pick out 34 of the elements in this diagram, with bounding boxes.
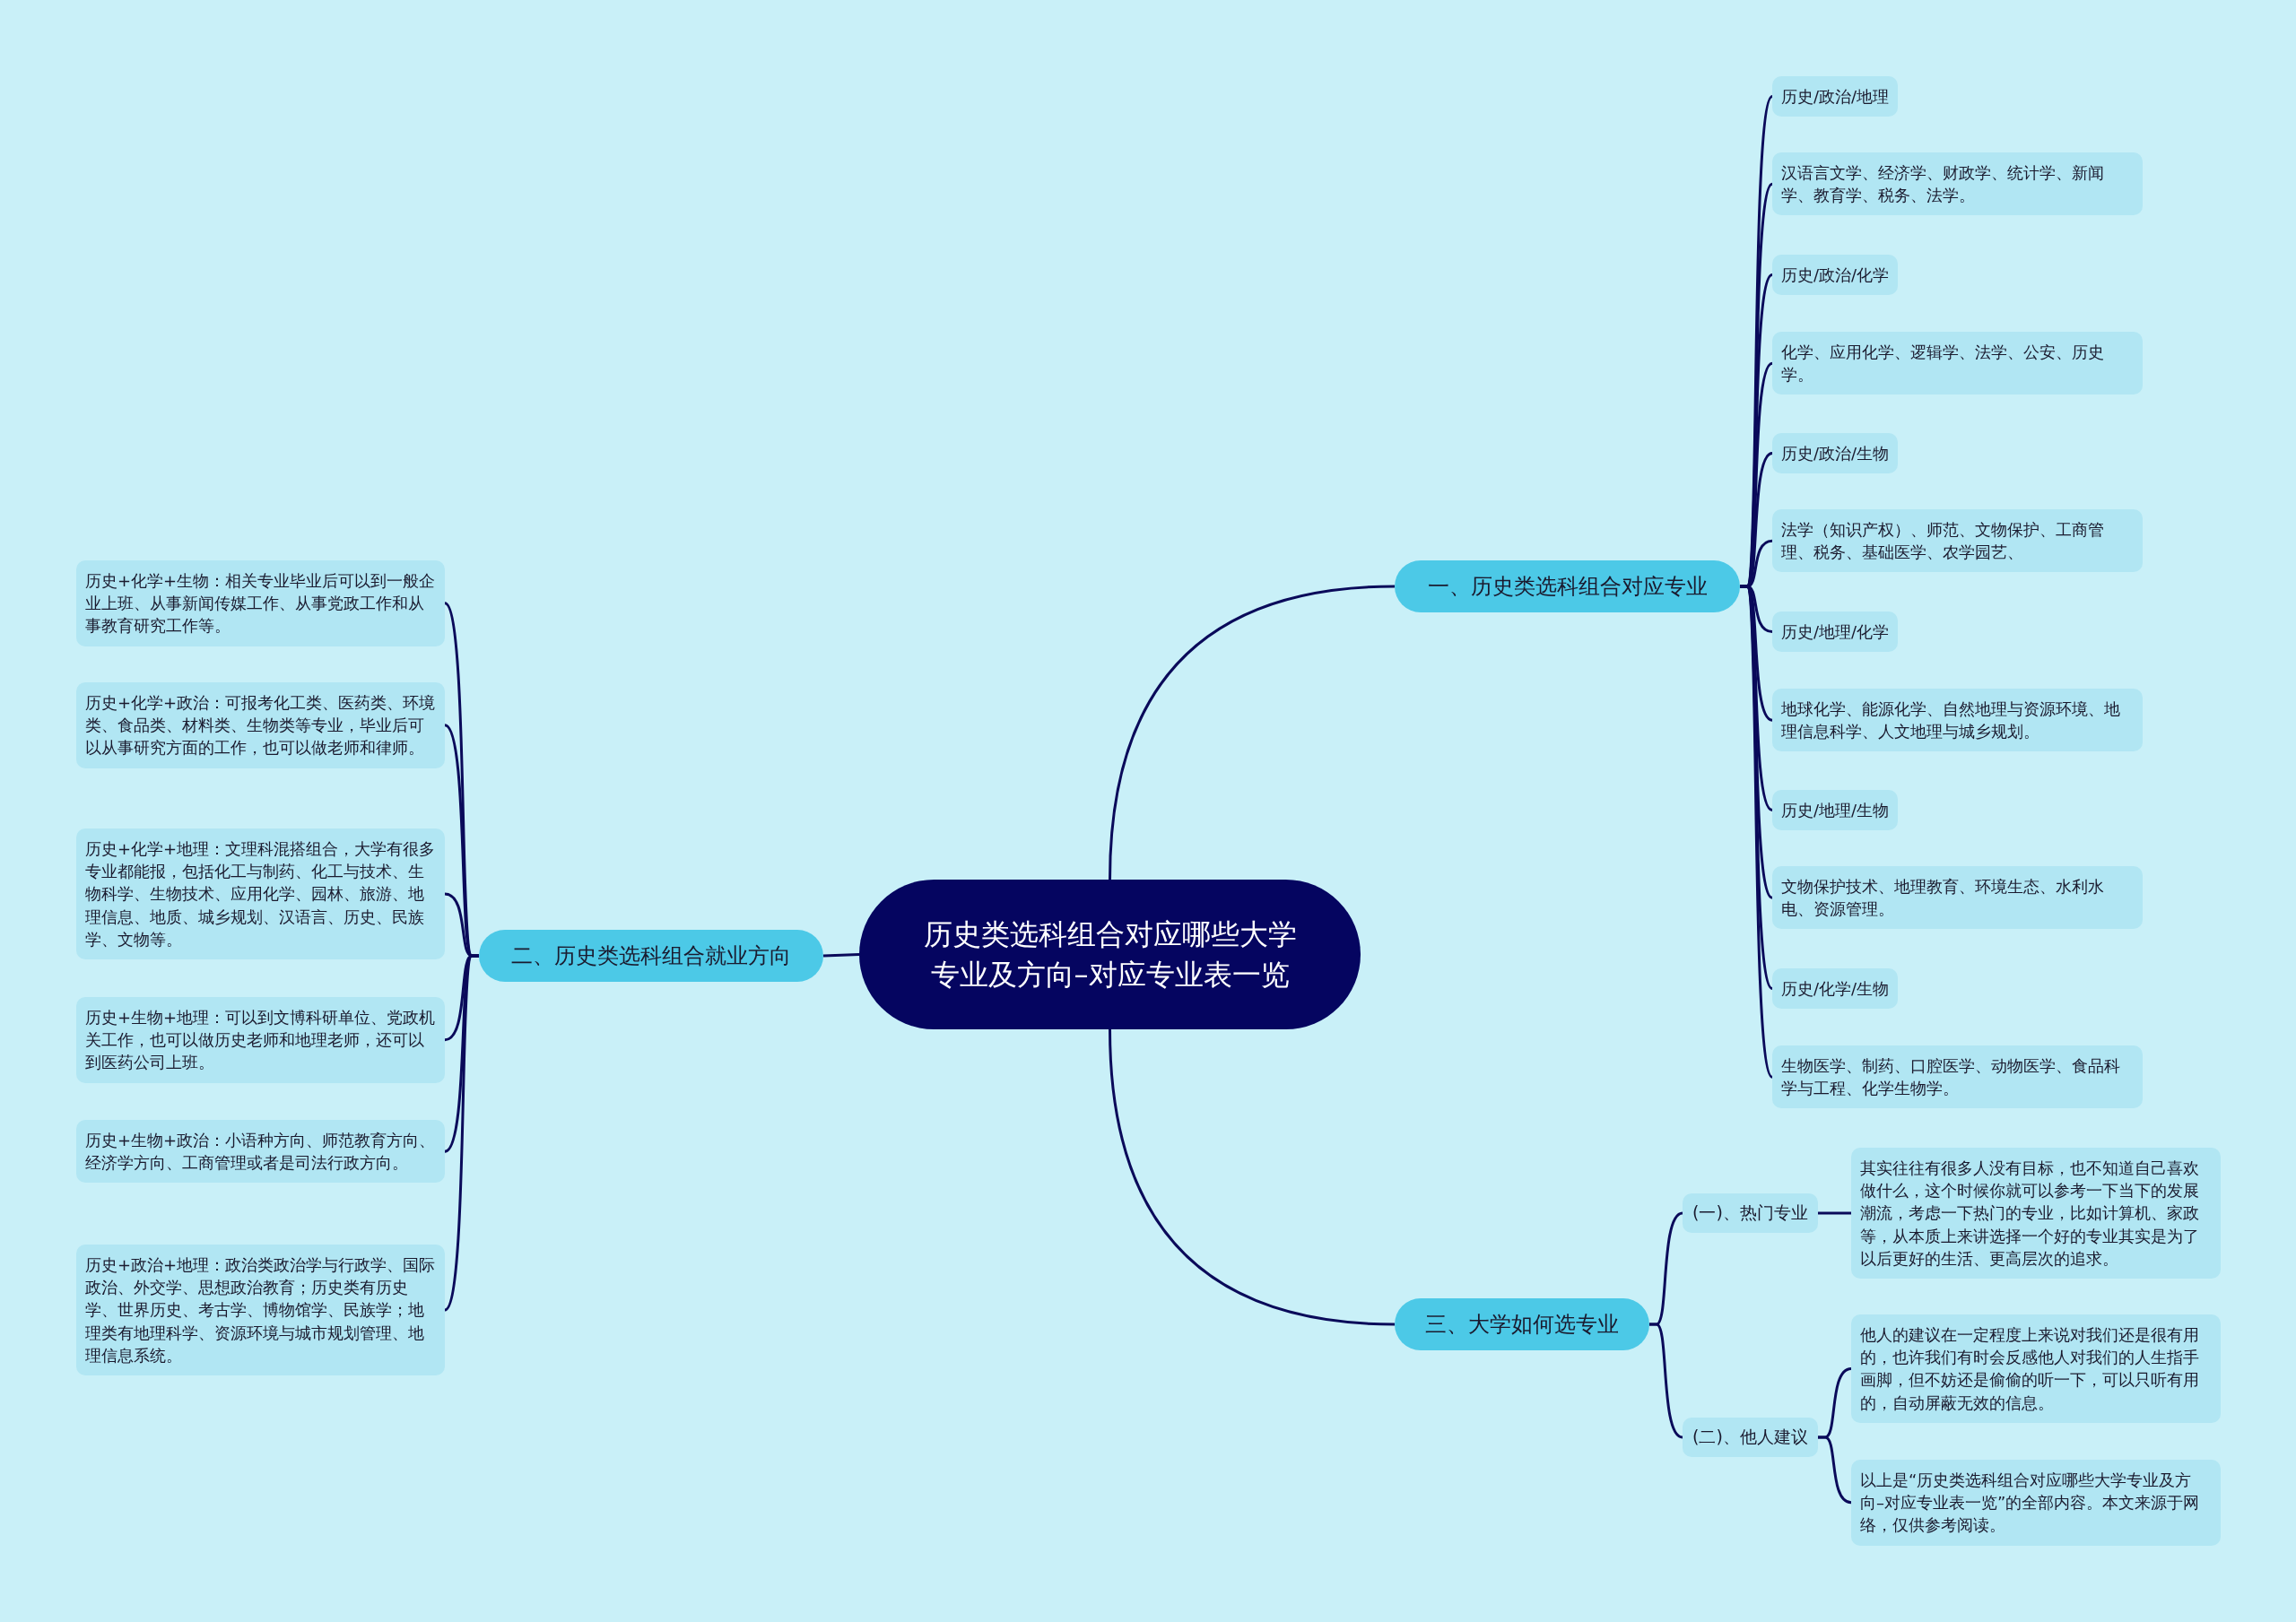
topic-card: 地球化学、能源化学、自然地理与资源环境、地理信息科学、人文地理与城乡规划。 [1772, 689, 2143, 752]
topic-card: 以上是“历史类选科组合对应哪些大学专业及方向–对应专业表一览”的全部内容。本文来源于网络，仅供参考阅读。 [1851, 1460, 2221, 1546]
topic-card: 历史+生物+政治：小语种方向、师范教育方向、经济学方向、工商管理或者是司法行政方向。 [76, 1120, 445, 1184]
connector-line [1818, 1436, 1852, 1505]
branch-topic: 二、历史类选科组合就业方向 [479, 930, 823, 982]
connector-line [443, 954, 479, 1311]
topic-card: 文物保护技术、地理教育、环境生态、水利水电、资源管理。 [1772, 866, 2143, 930]
topic-card: 历史/地理/化学 [1772, 612, 1899, 653]
subtopic-label: (一)、热门专业 [1683, 1193, 1818, 1233]
branch-topic: 一、历史类选科组合对应专业 [1395, 560, 1740, 612]
topic-card: 历史/地理/生物 [1772, 790, 1899, 831]
topic-card: 历史/化学/生物 [1772, 968, 1899, 1010]
central-topic: 历史类选科组合对应哪些大学专业及方向–对应专业表一览 [859, 880, 1361, 1029]
topic-card: 汉语言文学、经济学、财政学、统计学、新闻学、教育学、税务、法学。 [1772, 152, 2143, 216]
topic-card: 历史/政治/地理 [1772, 76, 1899, 117]
connector-line [1649, 1323, 1683, 1439]
branch-topic: 三、大学如何选专业 [1395, 1298, 1649, 1350]
topic-card: 他人的建议在一定程度上来说对我们还是很有用的，也许我们有时会反感他人对我们的人生指手画脚，但不妨还是偷偷的听一下，可以只听有用的，自动屏蔽无效的信息。 [1851, 1314, 2221, 1423]
connector-line [822, 953, 860, 958]
connector-line [1109, 1028, 1396, 1326]
topic-card: 历史+化学+地理：文理科混搭组合，大学有很多专业都能报，包括化工与制药、化工与技术、生物科学、生物技术、应用化学、园林、旅游、地理信息、地质、城乡规划、汉语言、历史、民族学、文物等。 [76, 828, 445, 959]
connector-line [1818, 1211, 1851, 1215]
topic-card: 历史+生物+地理：可以到文博科研单位、党政机关工作，也可以做历史老师和地理老师，还可以到医药公司上班。 [76, 997, 445, 1083]
topic-card: 历史+政治+地理：政治类政治学与行政学、国际政治、外交学、思想政治教育；历史类有历史学、世界历史、考古学、博物馆学、民族学；地理类有地理科学、资源环境与城市规划管理、地理信息系统。 [76, 1245, 445, 1375]
topic-card: 法学（知识产权）、师范、文物保护、工商管理、税务、基础医学、农学园艺、 [1772, 509, 2143, 573]
topic-card: 化学、应用化学、逻辑学、法学、公安、历史学。 [1772, 332, 2143, 395]
topic-card: 历史+化学+政治：可报考化工类、医药类、环境类、食品类、材料类、生物类等专业，毕业后可以从事研究方面的工作，也可以做老师和律师。 [76, 682, 445, 768]
topic-card: 历史/政治/化学 [1772, 255, 1899, 296]
subtopic-label: (二)、他人建议 [1683, 1418, 1818, 1457]
topic-card: 其实往往有很多人没有目标，也不知道自己喜欢做什么，这个时候你就可以参考一下当下的发展潮流，考虑一下热门的专业，比如计算机、家政等，从本质上来讲选择一个好的专业其实是为了以后更好的生活、更高层次的追求。 [1851, 1148, 2221, 1279]
topic-card: 历史+化学+生物：相关专业毕业后可以到一般企业上班、从事新闻传媒工作、从事党政工作和从事教育研究工作等。 [76, 560, 445, 646]
topic-card: 历史/政治/生物 [1772, 433, 1899, 474]
connector-line [1109, 585, 1396, 880]
topic-card: 生物医学、制药、口腔医学、动物医学、食品科学与工程、化学生物学。 [1772, 1045, 2143, 1109]
